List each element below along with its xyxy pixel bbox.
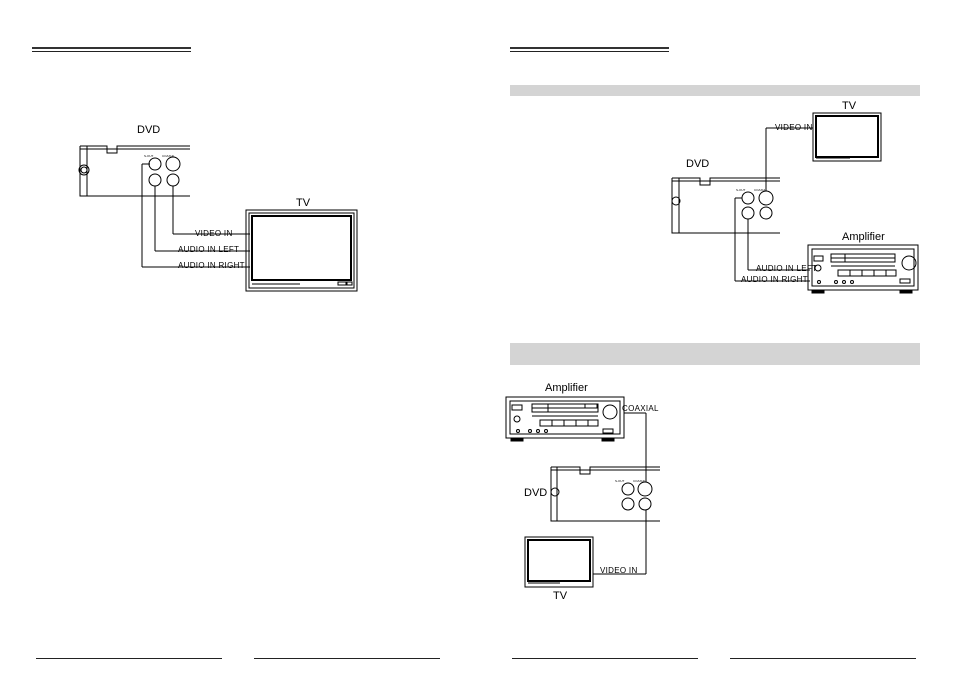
- svg-text:S-OUT: S-OUT: [736, 188, 746, 192]
- diagram3-video-in-label: VIDEO IN: [600, 566, 638, 575]
- diagram1-dvd-player: [78, 145, 190, 197]
- diagram2-audio-left-label: AUDIO IN LEFT: [756, 264, 818, 273]
- section-band-1: [510, 85, 920, 96]
- svg-text:COAXIAL: COAXIAL: [754, 188, 767, 192]
- diagram1-tv: [245, 209, 358, 292]
- footer-rule-1: [36, 658, 222, 659]
- diagram1-audio-left-label: AUDIO IN LEFT: [178, 245, 240, 254]
- svg-text:S-OUT: S-OUT: [615, 479, 625, 483]
- diagram1-audio-right-label: AUDIO IN RIGHT: [178, 261, 245, 270]
- diagram3-coaxial-label: COAXIAL: [622, 404, 659, 413]
- diagram2-cables: [734, 127, 813, 282]
- diagram1-tv-label: TV: [296, 197, 311, 209]
- diagram3-dvd-player: [550, 466, 660, 522]
- svg-text:COAXIAL: COAXIAL: [633, 479, 646, 483]
- diagram2-amplifier: [807, 244, 919, 294]
- diagram2-tv: [812, 112, 882, 162]
- diagram3-amplifier-label: Amplifier: [545, 382, 588, 394]
- left-page-header-rule-under: [32, 51, 191, 52]
- svg-text:COAXIAL: COAXIAL: [162, 154, 175, 158]
- section-band-2: [510, 343, 920, 365]
- diagram2-amplifier-label: Amplifier: [842, 231, 885, 243]
- footer-rule-3: [512, 658, 698, 659]
- diagram2-video-in-label: VIDEO IN: [775, 123, 813, 132]
- diagram3-tv: [524, 536, 594, 588]
- footer-rule-2: [254, 658, 440, 659]
- diagram3-cables: [593, 412, 647, 575]
- diagram2-audio-right-label: AUDIO IN RIGHT: [741, 275, 808, 284]
- right-page-header-rule: [510, 47, 669, 49]
- svg-text:S-OUT: S-OUT: [144, 154, 154, 158]
- footer-rule-4: [730, 658, 916, 659]
- diagram1-video-in-label: VIDEO IN: [195, 229, 233, 238]
- diagram3-amplifier: [505, 396, 625, 442]
- diagram3-tv-label: TV: [553, 590, 568, 602]
- left-page-header-rule: [32, 47, 191, 49]
- right-page-header-rule-under: [510, 51, 669, 52]
- diagram2-dvd-label: DVD: [686, 158, 710, 170]
- diagram2-dvd-player: [671, 177, 780, 234]
- diagram3-dvd-label: DVD: [524, 487, 548, 499]
- diagram1-dvd-label: DVD: [137, 124, 161, 136]
- diagram1-cables: [141, 163, 250, 268]
- diagram2-tv-label: TV: [842, 100, 857, 112]
